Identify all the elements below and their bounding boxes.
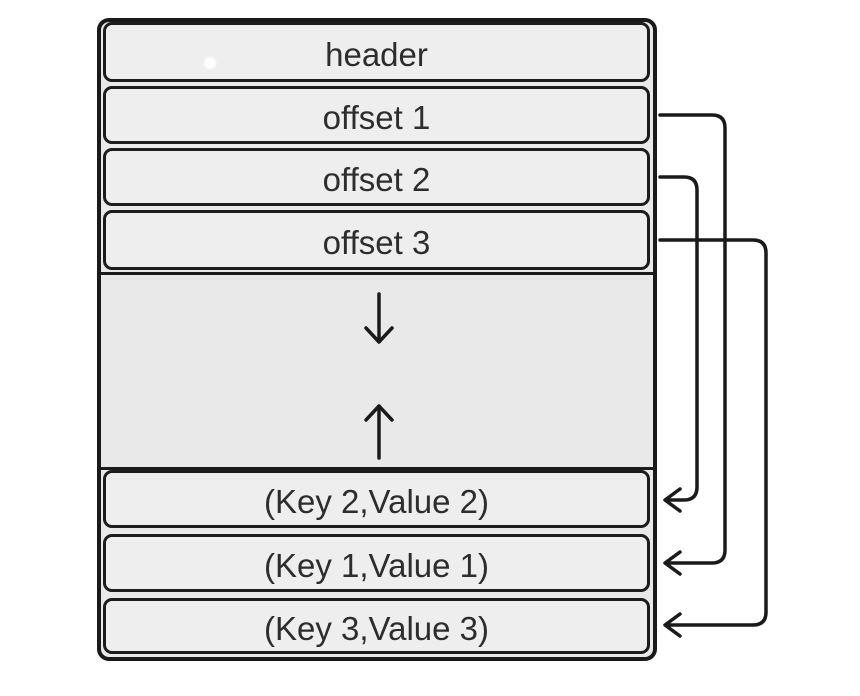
offset-1-row: offset 1 — [103, 86, 650, 144]
offset-2-label: offset 2 — [322, 160, 431, 198]
offset-3-label: offset 3 — [322, 223, 431, 261]
offset-3-row: offset 3 — [103, 210, 650, 270]
free-space-region — [101, 272, 653, 470]
record-key2-label: (Key 2,Value 2) — [263, 482, 489, 520]
connector-offset2-to-key2 — [658, 175, 699, 513]
offset-2-row: offset 2 — [103, 148, 650, 206]
record-key3-label: (Key 3,Value 3) — [263, 609, 489, 647]
arrowhead-left-icon — [663, 487, 682, 513]
header-row: header — [103, 22, 650, 82]
header-label: header — [325, 35, 428, 73]
arrowhead-left-icon — [663, 550, 682, 576]
record-key1-row: (Key 1,Value 1) — [103, 534, 650, 592]
record-key3-row: (Key 3,Value 3) — [103, 598, 650, 654]
record-key2-row: (Key 2,Value 2) — [103, 470, 650, 528]
arrowhead-left-icon — [663, 612, 682, 638]
record-key1-label: (Key 1,Value 1) — [263, 546, 489, 584]
connector-offset3-to-key3 — [658, 238, 768, 638]
connector-offset1-to-key1 — [658, 113, 727, 576]
offset-1-label: offset 1 — [322, 98, 431, 136]
white-dot-artifact — [204, 57, 216, 69]
